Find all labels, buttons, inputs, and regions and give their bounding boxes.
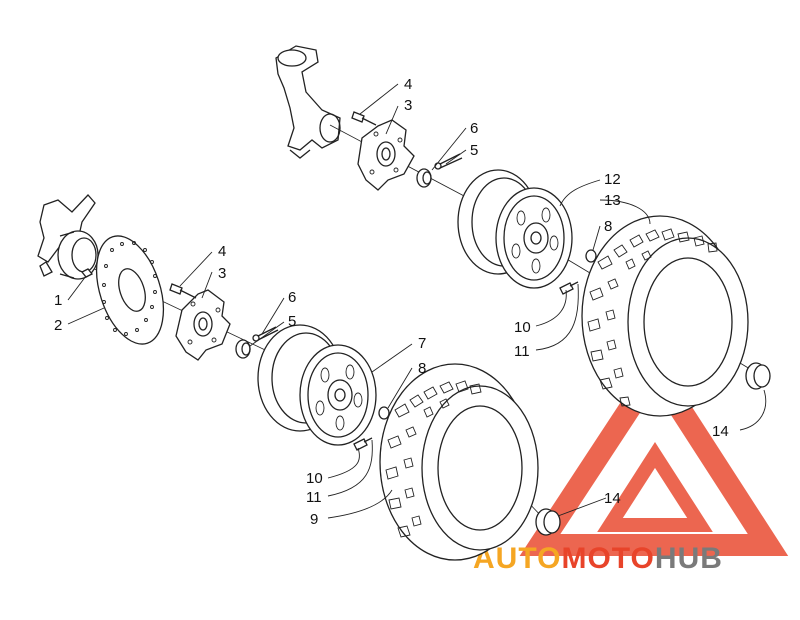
watermark-word-hub: HUB	[655, 542, 723, 575]
left-wheel-hub	[175, 289, 231, 361]
svg-text:AUTOMOTOHUB: AUTOMOTOHUB	[473, 542, 723, 575]
callout-11-left: 11	[306, 489, 322, 506]
callout-4-right: 4	[404, 76, 412, 93]
left-wheel-rim	[257, 324, 377, 446]
callout-13: 13	[604, 192, 621, 209]
left-axle-nut	[235, 339, 251, 359]
callout-3-right: 3	[404, 97, 412, 114]
callout-9: 9	[310, 511, 318, 528]
callout-12: 12	[604, 171, 621, 188]
right-valve-stem	[559, 281, 579, 295]
callout-10-left: 10	[306, 470, 323, 487]
watermark-triangle-outer	[519, 349, 789, 556]
left-brake-disc	[95, 235, 165, 345]
callout-11-right: 11	[514, 343, 530, 360]
callout-4-left: 4	[218, 243, 226, 260]
callout-6-left: 6	[288, 289, 296, 306]
callout-8-right: 8	[604, 218, 612, 235]
left-valve-stem	[353, 437, 373, 451]
callout-14-left: 14	[604, 490, 621, 507]
callout-3-left: 3	[218, 265, 226, 282]
left-disc-bolt	[80, 268, 94, 278]
left-steering-knuckle	[37, 194, 99, 280]
callout-10-right: 10	[514, 319, 531, 336]
watermark-triangle-inner	[597, 442, 713, 532]
callout-5-left: 5	[288, 313, 296, 330]
leader-lines	[67, 83, 767, 519]
callout-labels: 1 2 3 4 5 6 7 8 9 10 11 14 4 3 6 5 12 13…	[54, 76, 729, 528]
left-tire	[379, 363, 539, 561]
callout-2-left: 2	[54, 317, 62, 334]
callout-5-right: 5	[470, 142, 478, 159]
right-wheel-hub	[357, 119, 415, 191]
callout-14-right: 14	[712, 423, 729, 440]
right-hub-bolt	[351, 111, 377, 126]
left-lug-nut	[378, 406, 390, 420]
watermark-word-moto: MOTO	[561, 542, 654, 575]
left-hub-bolt	[169, 283, 197, 299]
right-lug-nut	[585, 249, 597, 263]
left-hub-cap	[535, 508, 561, 536]
right-steering-knuckle	[275, 45, 341, 159]
right-tire	[581, 215, 749, 417]
callout-8-left: 8	[418, 360, 426, 377]
right-axle-nut	[416, 168, 432, 188]
right-wheel-rim	[457, 169, 573, 289]
callout-6-right: 6	[470, 120, 478, 137]
callout-7: 7	[418, 335, 426, 352]
callout-1-left: 1	[54, 292, 62, 309]
right-hub-cap	[745, 362, 771, 390]
